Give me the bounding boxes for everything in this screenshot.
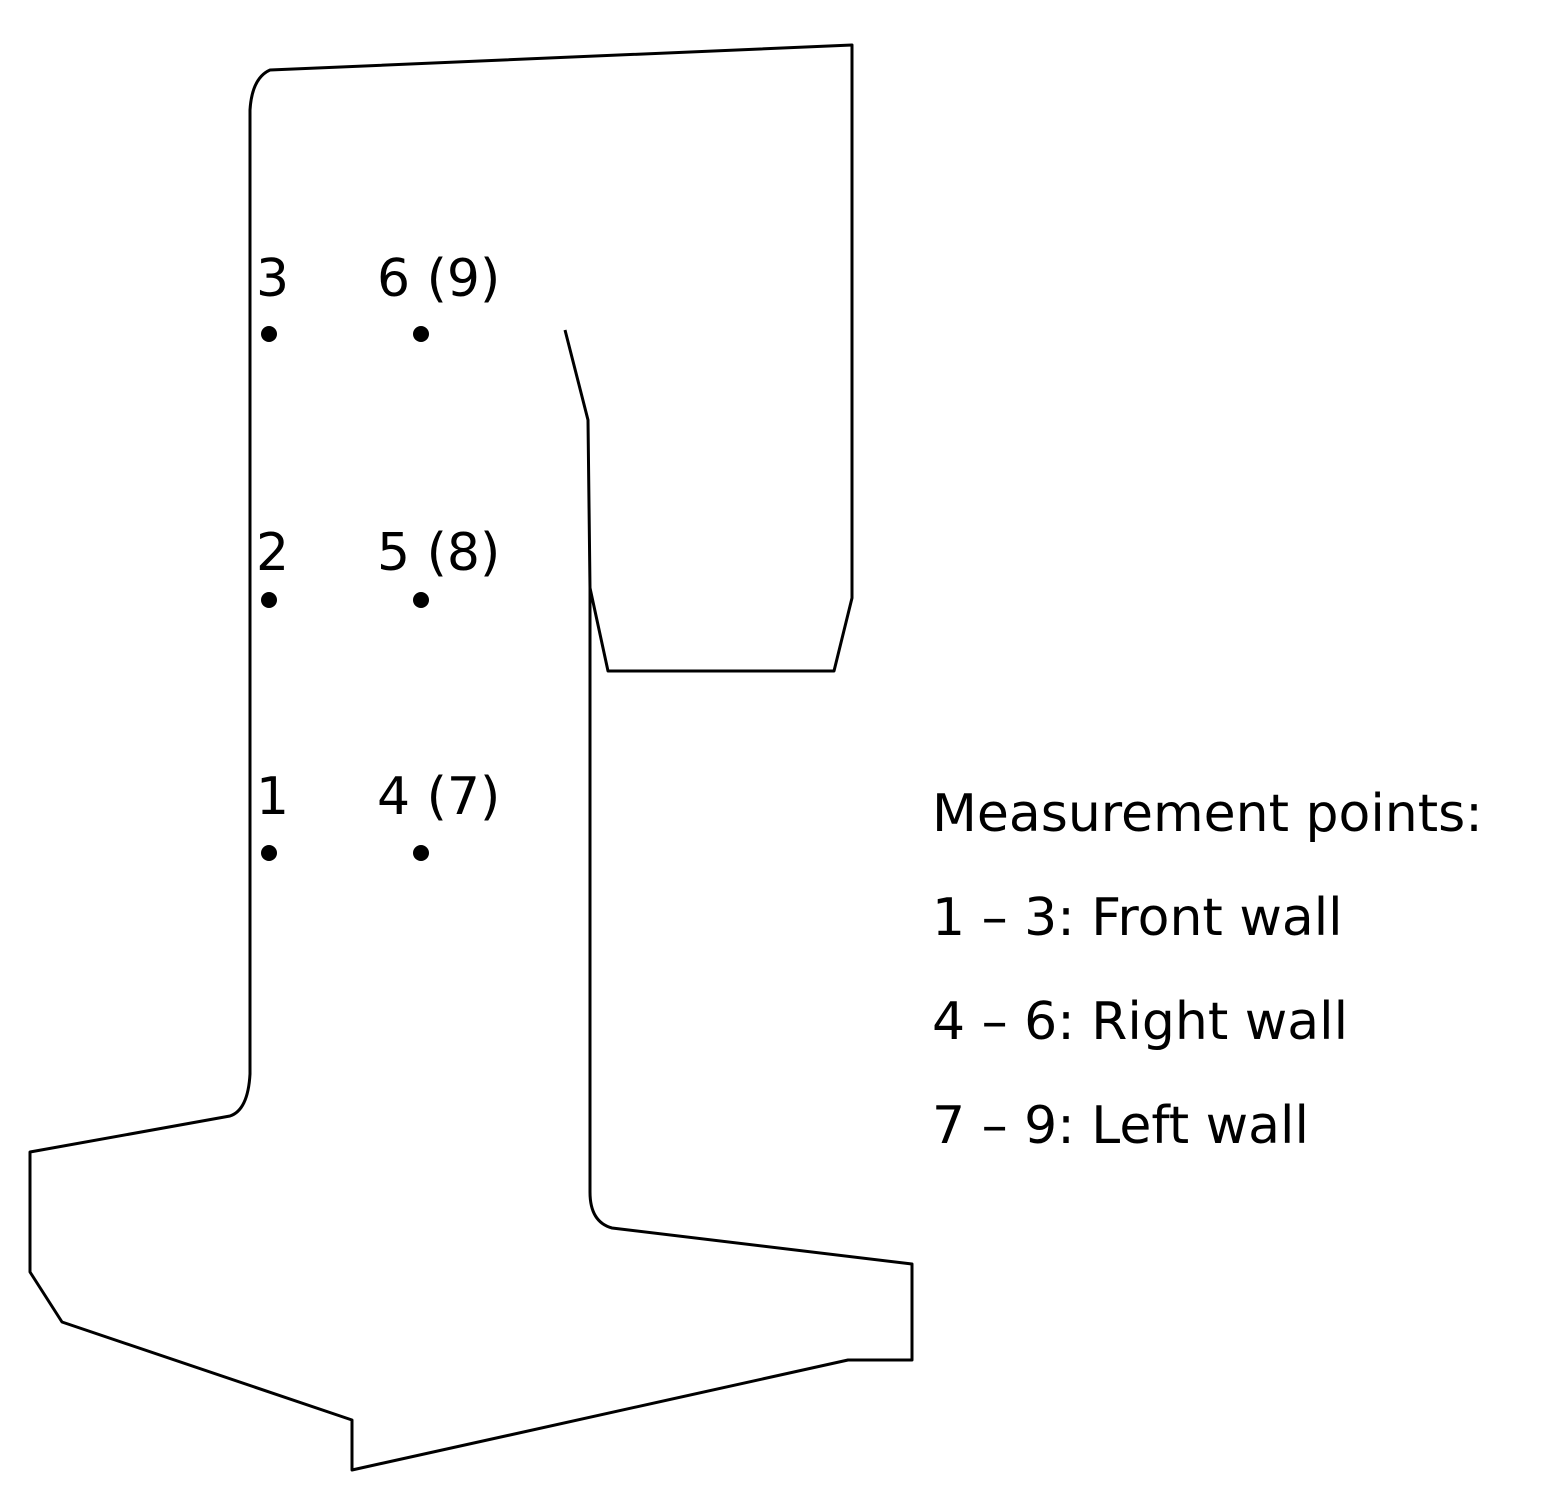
point-label-5: 5 (8)	[377, 523, 500, 583]
legend-item-front-wall: 1 – 3: Front wall	[932, 888, 1343, 948]
point-label-3: 3	[256, 249, 289, 309]
legend-item-right-wall: 4 – 6: Right wall	[932, 992, 1349, 1052]
point-label-4: 4 (7)	[377, 767, 500, 827]
measurement-dot-3	[261, 326, 277, 342]
measurement-dot-1	[261, 845, 277, 861]
point-label-6: 6 (9)	[377, 249, 500, 309]
legend-item-left-wall: 7 – 9: Left wall	[932, 1096, 1309, 1156]
legend-title: Measurement points:	[932, 784, 1483, 844]
measurement-dot-5	[413, 592, 429, 608]
point-label-1: 1	[256, 767, 289, 827]
point-label-2: 2	[256, 523, 289, 583]
measurement-legend: Measurement points: 1 – 3: Front wall 4 …	[932, 762, 1483, 1178]
measurement-dot-4	[413, 845, 429, 861]
nose-inner-edge-line	[563, 329, 592, 589]
furnace-outer-boundary	[28, 43, 914, 1472]
measurement-dot-6	[413, 326, 429, 342]
measurement-dot-2	[261, 592, 277, 608]
